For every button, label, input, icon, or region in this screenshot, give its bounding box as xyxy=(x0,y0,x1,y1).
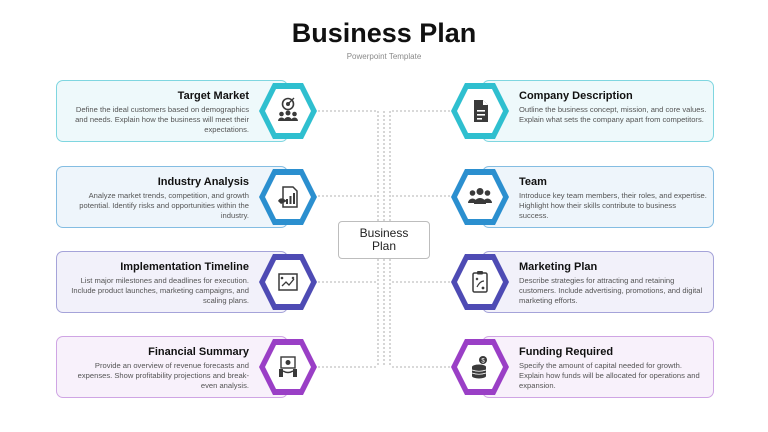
card-title: Financial Summary xyxy=(148,346,249,358)
card-title: Company Description xyxy=(519,90,633,102)
hex-company-description xyxy=(449,80,511,142)
card-marketing-plan: Marketing Plan Describe strategies for a… xyxy=(482,251,714,313)
card-financial-summary: Financial Summary Provide an overview of… xyxy=(56,336,288,398)
target-audience-icon xyxy=(278,97,298,121)
money-stack-icon: $ xyxy=(471,356,487,379)
card-title: Funding Required xyxy=(519,346,614,358)
hex-industry-analysis xyxy=(257,166,319,228)
card-title: Team xyxy=(519,176,547,188)
card-description: Specify the amount of capital needed for… xyxy=(519,361,700,391)
document-icon xyxy=(474,100,488,122)
card-title: Implementation Timeline xyxy=(120,261,249,273)
card-title: Industry Analysis xyxy=(157,176,249,188)
card-description: Outline the business concept, mission, a… xyxy=(519,105,707,125)
card-description: Define the ideal customers based on demo… xyxy=(75,105,249,135)
hex-financial-summary xyxy=(257,336,319,398)
analysis-icon xyxy=(278,186,298,208)
team-icon xyxy=(468,188,492,204)
card-description: Provide an overview of revenue forecasts… xyxy=(77,361,249,391)
hex-team xyxy=(449,166,511,228)
card-team: Team Introduce key team members, their r… xyxy=(482,166,714,228)
timeline-map-icon xyxy=(278,273,298,291)
center-line-1: Business xyxy=(359,226,409,240)
hex-target-market xyxy=(257,80,319,142)
center-line-2: Plan xyxy=(371,239,397,253)
hex-implementation-timeline xyxy=(257,251,319,313)
svg-text:$: $ xyxy=(481,359,485,365)
card-title: Marketing Plan xyxy=(519,261,598,273)
connector-target-market xyxy=(318,110,379,367)
card-industry-analysis: Industry Analysis Analyze market trends,… xyxy=(56,166,288,228)
card-company-description: Company Description Outline the business… xyxy=(482,80,714,142)
strategy-clipboard-icon xyxy=(472,271,488,293)
card-title: Target Market xyxy=(177,90,249,102)
center-node: Business Plan xyxy=(338,221,430,259)
hex-marketing-plan xyxy=(449,251,511,313)
card-description: List major milestones and deadlines for … xyxy=(71,276,249,306)
card-funding-required: Funding Required Specify the amount of c… xyxy=(482,336,714,398)
card-description: Describe strategies for attracting and r… xyxy=(519,276,703,306)
finance-icon xyxy=(279,356,297,377)
hex-funding-required: $ xyxy=(449,336,511,398)
page-title: Business Plan xyxy=(291,18,477,48)
connector-company-description xyxy=(389,110,450,367)
page-subtitle: Powerpoint Template xyxy=(346,52,422,61)
card-implementation-timeline: Implementation Timeline List major miles… xyxy=(56,251,288,313)
card-target-market: Target Market Define the ideal customers… xyxy=(56,80,288,142)
card-description: Introduce key team members, their roles,… xyxy=(519,191,707,221)
card-description: Analyze market trends, competition, and … xyxy=(79,191,249,221)
